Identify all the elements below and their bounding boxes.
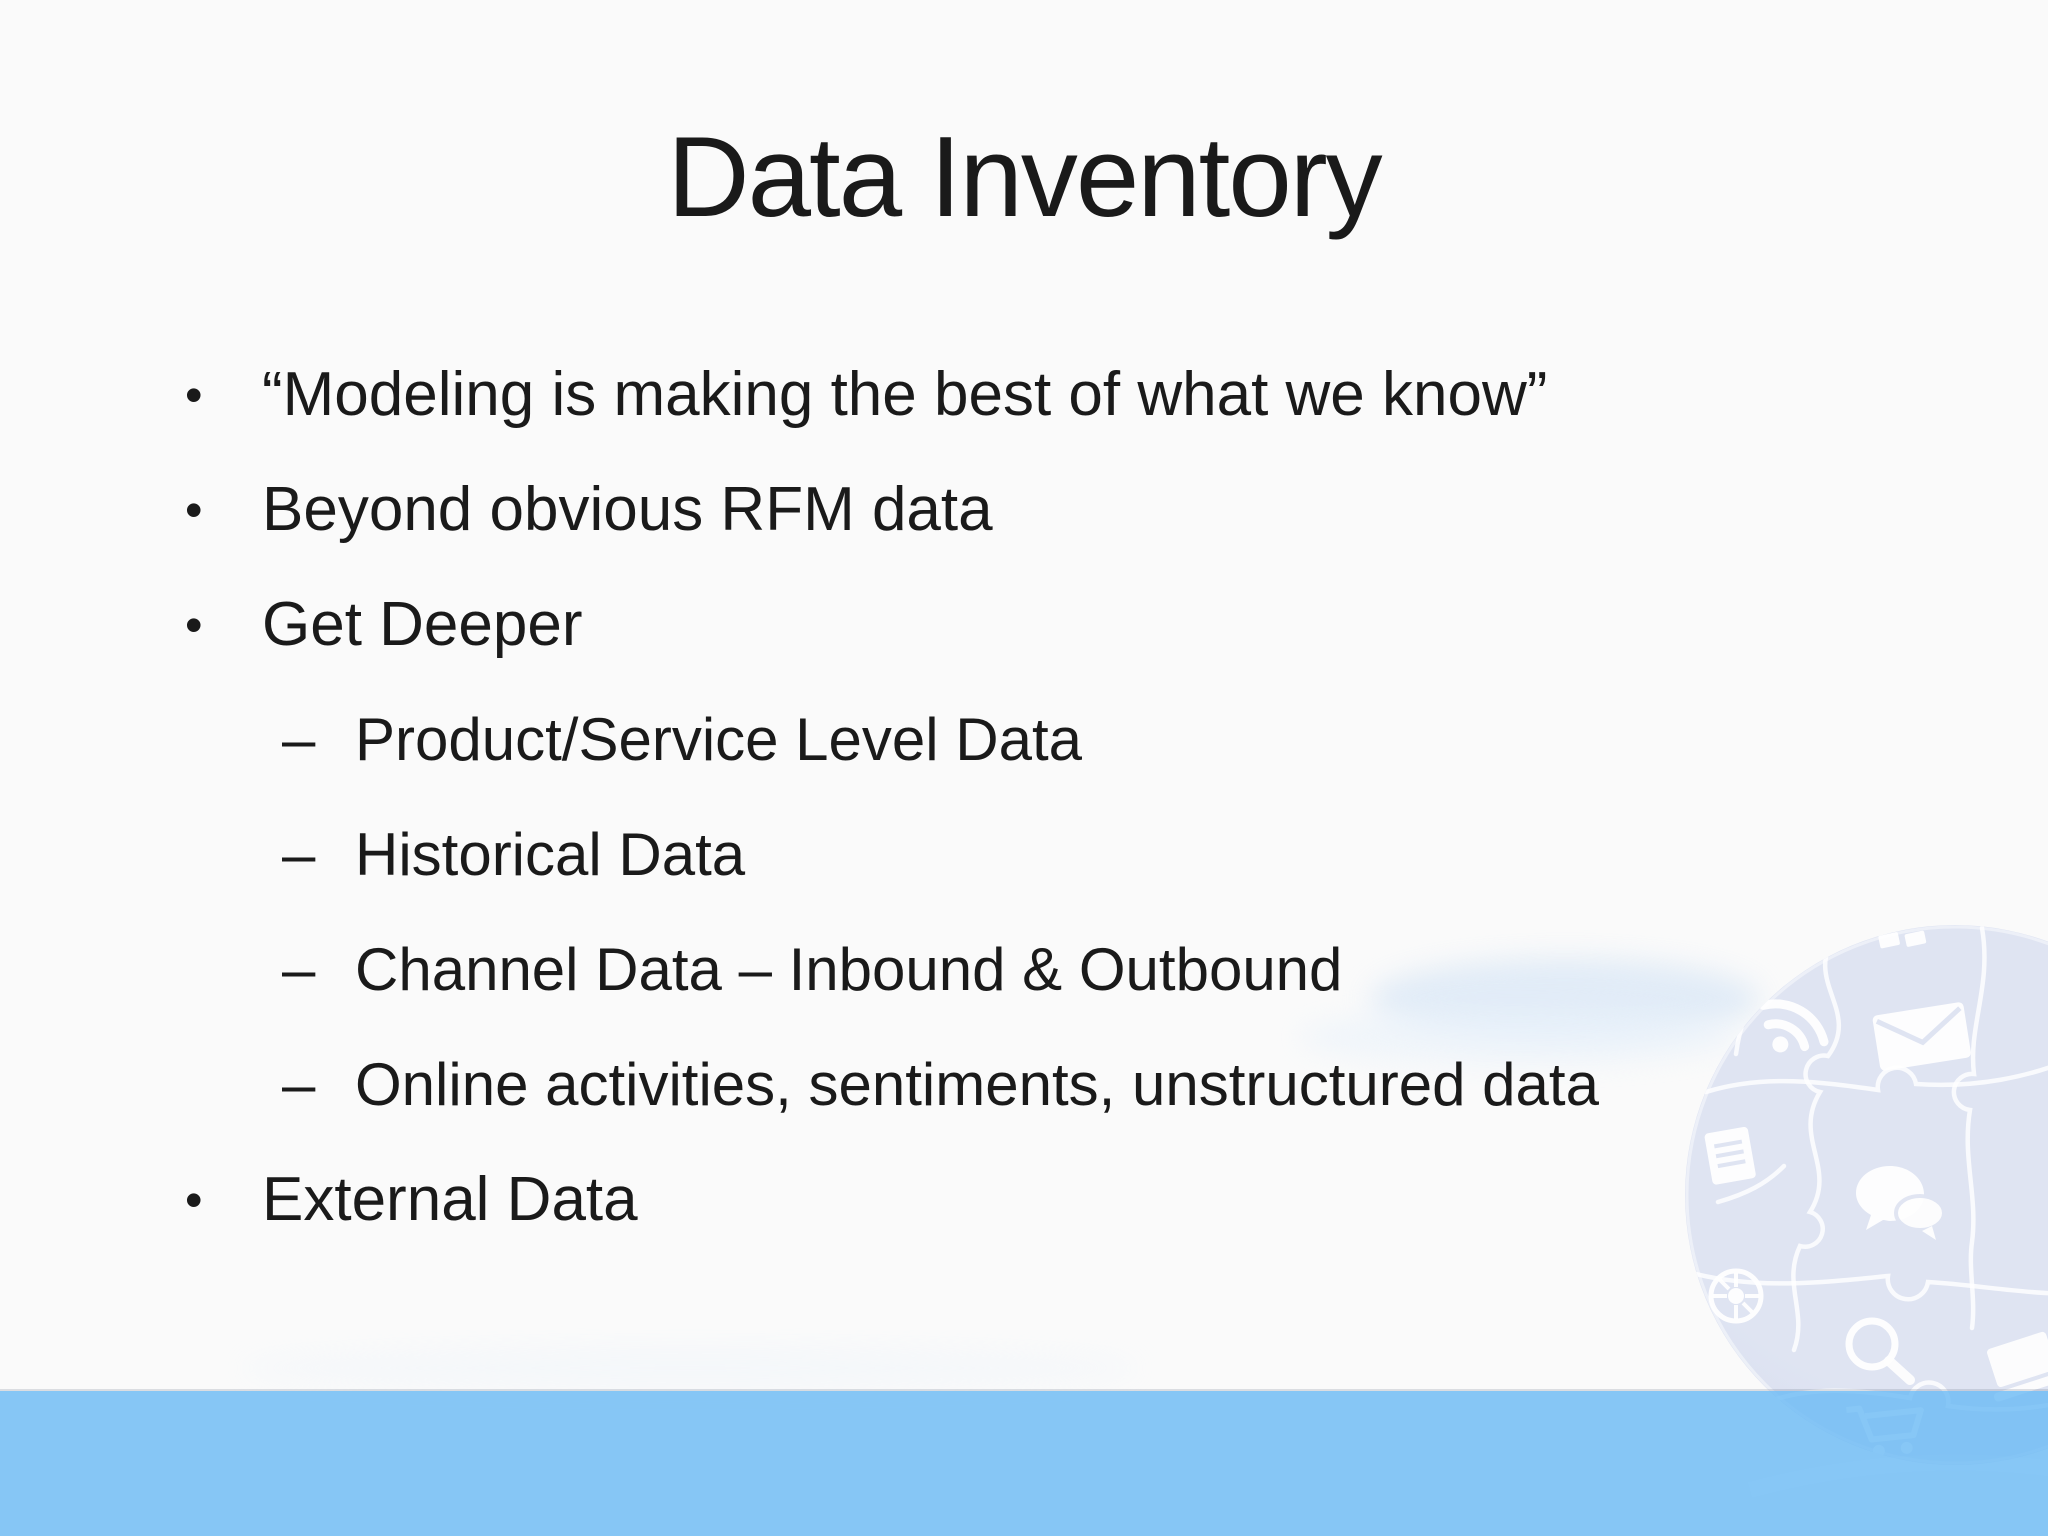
bullet-item: • External Data xyxy=(185,1142,2018,1257)
sub-bullet-item: –Product/Service Level Data xyxy=(185,682,2018,797)
dash-marker: – xyxy=(282,820,316,888)
bullet-item: • Beyond obvious RFM data xyxy=(185,452,2018,567)
sub-bullet-item: –Channel Data – Inbound & Outbound xyxy=(185,912,2018,1027)
sub-bullet-item: –Online activities, sentiments, unstruct… xyxy=(185,1027,2018,1142)
bullet-item: • Get Deeper xyxy=(185,567,2018,682)
bullet-text: Online activities, sentiments, unstructu… xyxy=(355,1051,1599,1118)
wheel-icon xyxy=(1708,1268,1764,1324)
puzzle-globe-graphic xyxy=(1685,925,2048,1529)
magnifier-icon xyxy=(1845,1317,1915,1385)
bullet-text: Get Deeper xyxy=(262,590,583,659)
bullet-marker: • xyxy=(185,481,203,538)
bullet-text: Beyond obvious RFM data xyxy=(262,475,993,544)
sub-bullet-item: –Historical Data xyxy=(185,797,2018,912)
bullet-list: • “Modeling is making the best of what we… xyxy=(185,337,2018,1257)
bullet-text: External Data xyxy=(262,1165,638,1234)
document-icon xyxy=(1704,1126,1756,1185)
bullet-text: “Modeling is making the best of what we … xyxy=(262,360,1548,429)
bullet-item: • “Modeling is making the best of what we… xyxy=(185,337,2018,452)
envelope-icon xyxy=(1872,1002,1971,1071)
bullet-text: Product/Service Level Data xyxy=(355,706,1083,773)
slide-title: Data Inventory xyxy=(667,114,1382,241)
rss-icon xyxy=(1758,999,1829,1053)
bullet-text: Historical Data xyxy=(355,821,746,888)
dash-marker: – xyxy=(282,935,316,1003)
swoosh-highlight xyxy=(240,1348,1140,1388)
bullet-marker: • xyxy=(185,596,203,653)
chat-bubbles-icon xyxy=(1856,1166,1946,1240)
bullet-marker: • xyxy=(185,1171,203,1228)
bullet-marker: • xyxy=(185,366,203,423)
footer-bar xyxy=(0,1391,2048,1536)
send-icon xyxy=(1878,930,1927,949)
dash-marker: – xyxy=(282,705,316,773)
dash-marker: – xyxy=(282,1050,316,1118)
bullet-text: Channel Data – Inbound & Outbound xyxy=(355,936,1343,1003)
swoosh-highlight xyxy=(1298,1008,1738,1066)
